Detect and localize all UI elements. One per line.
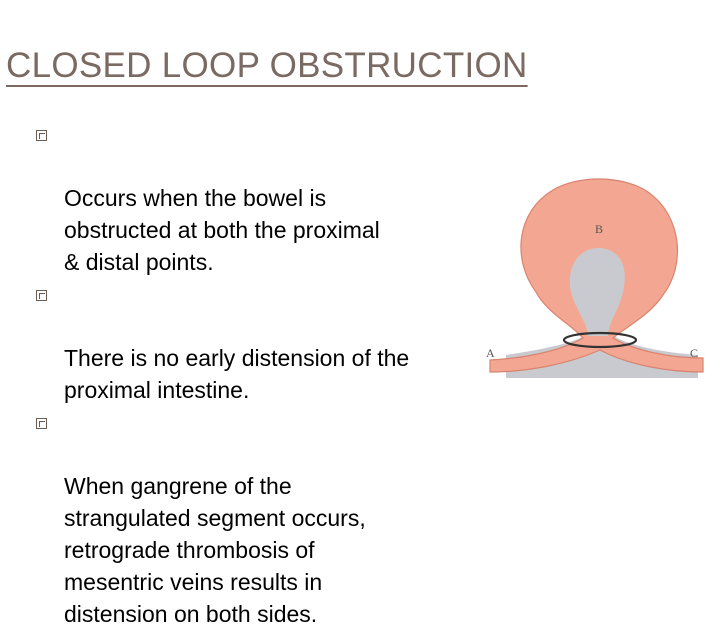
label-b: B [595, 222, 604, 236]
closed-loop-diagram: B A C [468, 150, 720, 390]
bullet-list: Occurs when the bowel is obstructed at b… [36, 118, 486, 630]
bullet-text: When gangrene of the strangulated segmen… [64, 473, 366, 627]
square-bullet-icon [36, 130, 47, 141]
slide-title: CLOSED LOOP OBSTRUCTION [6, 46, 528, 85]
square-bullet-icon [36, 418, 47, 429]
square-bullet-icon [36, 290, 47, 301]
bullet-item: There is no early distension of the prox… [36, 278, 486, 406]
closed-loop-illustration [489, 178, 704, 378]
bullet-text: Occurs when the bowel is obstructed at b… [64, 185, 380, 275]
label-c: C [690, 346, 699, 360]
label-a: A [486, 346, 495, 360]
constriction-band [562, 331, 638, 349]
lumen-shape [569, 248, 625, 336]
bullet-item: Occurs when the bowel is obstructed at b… [36, 118, 486, 278]
bullet-item: When gangrene of the strangulated segmen… [36, 406, 486, 630]
bullet-text: There is no early distension of the prox… [64, 345, 410, 403]
